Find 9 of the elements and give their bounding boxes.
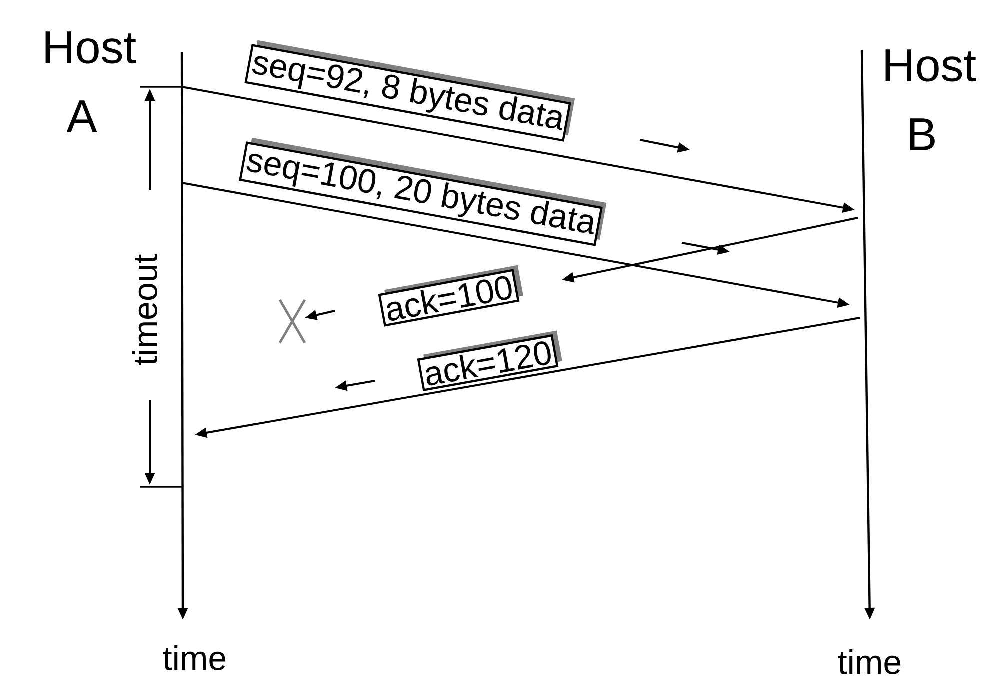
label: Host A [46, 32, 136, 132]
label: timeout [132, 254, 158, 366]
message-box: ack=120 [417, 330, 562, 392]
label: time [163, 646, 226, 670]
message-box: ack=100 [378, 265, 524, 327]
label: time [838, 650, 901, 674]
message-box: seq=92, 8 bytes data [244, 40, 576, 142]
message-box: seq=100, 20 bytes data [239, 138, 607, 246]
label: Host B [886, 50, 976, 150]
